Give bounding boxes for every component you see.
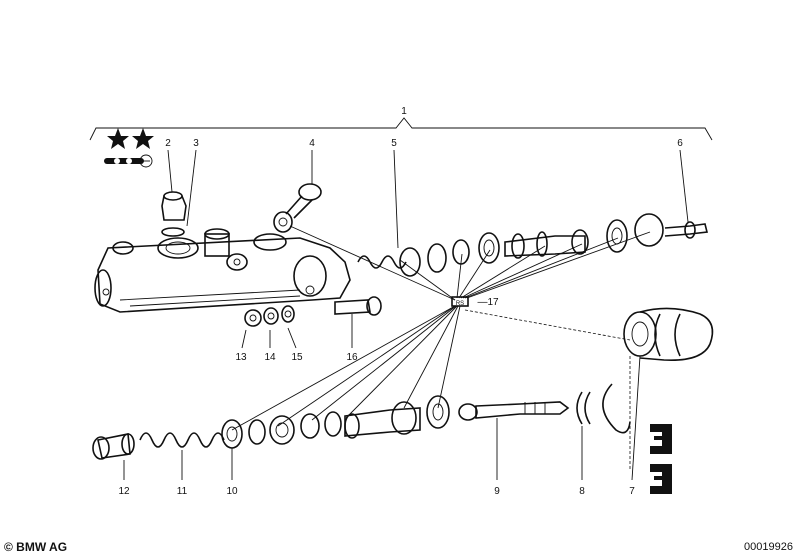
rubber-boot xyxy=(623,307,714,361)
label-part-15: 15 xyxy=(291,352,303,363)
label-part-9: 9 xyxy=(494,486,500,497)
assembly-bracket xyxy=(89,117,713,141)
label-part-4: 4 xyxy=(309,138,315,149)
vehicle-symbol-icon xyxy=(104,154,153,168)
label-part-1: 1 xyxy=(401,106,407,117)
label-part-13: 13 xyxy=(235,352,247,363)
label-part-16: 16 xyxy=(346,352,358,363)
star-icon xyxy=(132,128,154,149)
label-part-10: 10 xyxy=(226,486,238,497)
upper-spring-seals xyxy=(357,213,708,277)
retaining-ring xyxy=(576,383,631,434)
label-part-3: 3 xyxy=(193,138,199,149)
label-part-12: 12 xyxy=(118,486,130,497)
kit-leader-lines xyxy=(231,225,651,431)
copyright-text: © BMW AG xyxy=(4,540,68,554)
group-symbol-icon xyxy=(650,424,672,494)
diagram-number: 00019926 xyxy=(744,541,793,553)
label-part-11: 11 xyxy=(177,486,188,497)
label-part-17: —17 xyxy=(477,297,499,308)
label-part-5: 5 xyxy=(391,138,397,149)
label-part-6: 6 xyxy=(677,138,683,149)
small-nut-washers xyxy=(244,305,295,327)
mounting-bolt xyxy=(334,296,382,316)
star-icon xyxy=(107,128,129,149)
label-part-8: 8 xyxy=(579,486,585,497)
label-part-2: 2 xyxy=(165,138,171,149)
reservoir-cap xyxy=(161,191,187,237)
push-rod xyxy=(458,401,570,421)
lower-spring-seals xyxy=(92,395,450,460)
label-part-7: 7 xyxy=(629,486,635,497)
master-cylinder-housing xyxy=(94,228,351,313)
repair-kit-label: RS xyxy=(456,301,464,307)
label-part-14: 14 xyxy=(264,352,276,363)
banjo-fitting xyxy=(273,183,322,233)
